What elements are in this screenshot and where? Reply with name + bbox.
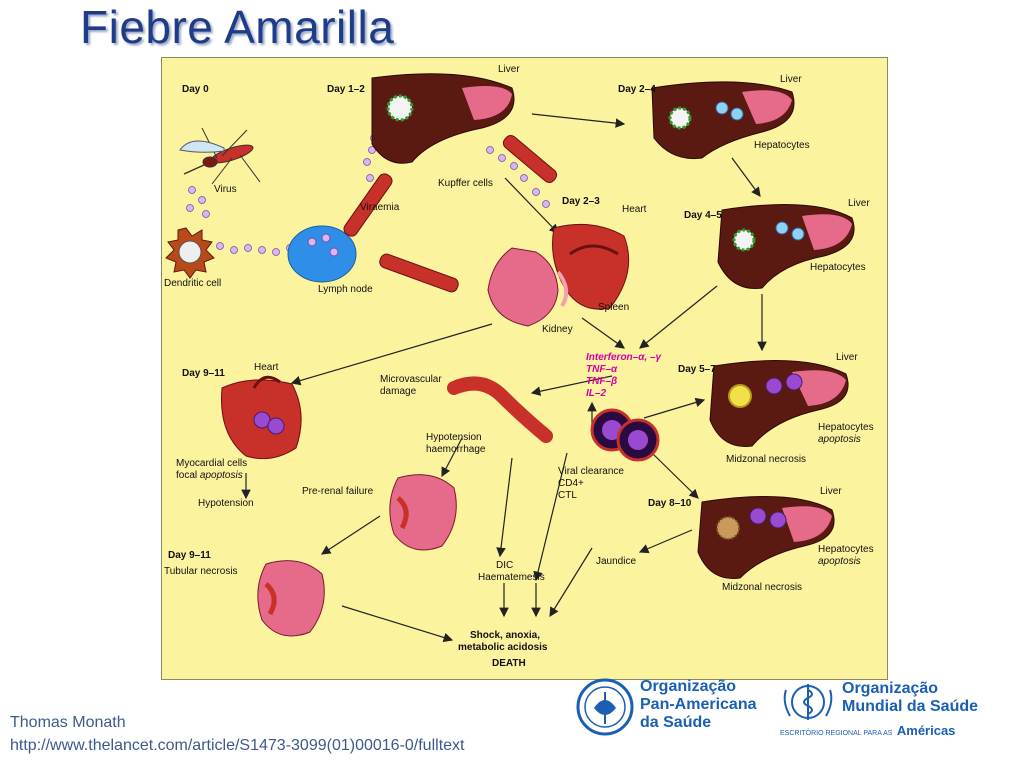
label-spleen: Spleen [598,302,629,313]
who-name-2: Mundial da Saúde [842,698,979,715]
label-dendritic: Dendritic cell [164,278,221,289]
label-midzonal-1: Midzonal necrosis [726,454,806,465]
mosquito-icon [179,127,261,185]
label-apoptosis-2: apoptosis [818,556,861,567]
label-liver-3: Liver [848,198,870,209]
liver-day57-icon [709,360,849,447]
paho-name-2: Pan-Americana [640,696,757,713]
label-hypotension: Hypotension [198,498,254,509]
label-liver-2: Liver [780,74,802,85]
label-day810: Day 8–10 [648,498,692,509]
label-jaundice: Jaundice [596,556,636,567]
label-hepatocytes-4: Hepatocytes [818,544,874,555]
label-death: DEATH [492,658,526,669]
paho-name-3: da Saúde [640,714,712,731]
label-microvascular: Microvascular [380,374,442,385]
label-heart-2: Heart [254,362,279,373]
label-hepatocytes-2: Hepatocytes [810,262,866,273]
slide-title: Fiebre Amarilla [80,1,395,53]
liver-day24-icon [651,81,795,160]
label-day57: Day 5–7 [678,364,716,375]
label-lymph: Lymph node [318,284,373,295]
credit-url[interactable]: http://www.thelancet.com/article/S1473-3… [10,737,465,754]
label-viraemia: Viraemia [360,202,400,213]
heart-spleen-kidney-icon [487,223,630,327]
label-day911-heart: Day 9–11 [182,368,225,379]
who-americas-label: Américas [896,723,956,738]
label-day23: Day 2–3 [562,196,600,207]
label-day24: Day 2–4 [618,84,656,95]
label-day45: Day 4–5 [684,210,722,221]
liver-day45-icon [717,204,855,289]
label-tnf-alpha: TNF–α [586,364,618,375]
label-midzonal-2: Midzonal necrosis [722,582,802,593]
label-myocardial: Myocardial cells [176,458,247,469]
figure-labels: Day 0 Day 1–2 Day 2–4 Day 2–3 Day 4–5 Da… [164,64,874,669]
label-ctl: CTL [558,490,577,501]
who-regional-label: ESCRITÓRIO REGIONAL PARA AS [780,730,893,737]
paho-logo: Organização Pan-Americana da Saúde [576,678,766,736]
kidney-prerenal-icon [389,474,457,551]
label-day0: Day 0 [182,84,209,95]
label-heart-1: Heart [622,204,647,215]
label-hypotension-haem-2: haemorrhage [426,444,486,455]
label-metabolic: metabolic acidosis [458,642,548,653]
who-regional-office: ESCRITÓRIO REGIONAL PARA AS Américas [780,722,955,740]
label-interferon: Interferon–α, –γ [586,352,663,363]
label-liver-1: Liver [498,64,520,75]
credit-author: Thomas Monath [10,714,126,731]
pathogenesis-diagram: Day 0 Day 1–2 Day 2–4 Day 2–3 Day 4–5 Da… [164,64,874,669]
who-emblem-icon [783,684,833,720]
paho-emblem-icon [576,678,634,736]
paho-name-1: Organização [640,678,737,695]
liver-day810-icon [697,496,835,579]
label-cd4: CD4+ [558,478,584,489]
label-damage: damage [380,386,417,397]
label-hepatocytes-3: Hepatocytes [818,422,874,433]
label-dic: DIC [496,560,513,571]
virion-trail [186,134,550,256]
liver-day12-icon [371,73,515,164]
label-haematemesis: Haematemesis [478,572,545,583]
label-prerenal: Pre-renal failure [302,486,374,497]
dendritic-cell-icon [165,227,215,279]
heart-day911-icon [221,375,302,460]
label-liver-4: Liver [836,352,858,363]
ctl-cells-icon [590,408,660,462]
label-il2: IL–2 [586,388,606,399]
label-focal: focal [176,470,200,481]
label-hypotension-haem-1: Hypotension [426,432,482,443]
label-liver-5: Liver [820,486,842,497]
pathogenesis-figure: Day 0 Day 1–2 Day 2–4 Day 2–3 Day 4–5 Da… [161,57,888,680]
label-tubular: Tubular necrosis [164,566,238,577]
label-virus: Virus [214,184,237,195]
label-hepatocytes-1: Hepatocytes [754,140,810,151]
label-shock: Shock, anoxia, [470,630,540,641]
flow-arrows [241,113,767,643]
who-americas-logo: Organização Mundial da Saúde ESCRITÓRIO … [780,680,980,740]
label-focal-apoptosis: focal apoptosis [176,470,243,481]
label-tnf-beta: TNF–β [586,376,617,387]
label-kupffer: Kupffer cells [438,178,493,189]
label-apoptosis-1: apoptosis [818,434,861,445]
label-viral-clearance: Viral clearance [558,466,624,477]
label-focal-apoptosis-word: apoptosis [200,470,243,481]
label-day12: Day 1–2 [327,84,365,95]
kidney-tubular-icon [257,560,325,637]
lymph-node-icon [287,225,357,283]
label-kidney: Kidney [542,324,573,335]
label-day911-kidney: Day 9–11 [168,550,211,561]
blood-vessels [343,135,558,443]
who-name-1: Organização [842,680,939,697]
